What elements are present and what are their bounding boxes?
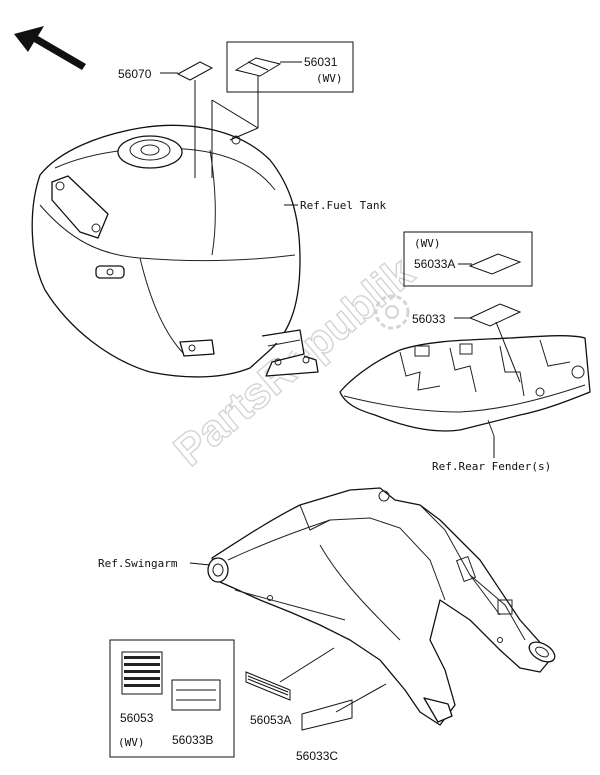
ref-rear-fender: Ref.Rear Fender(s) [432,460,551,473]
swingarm [207,487,556,726]
fuel-tank [31,124,319,378]
ref-swingarm: Ref.Swingarm [98,557,178,570]
decal-56053 [121,651,163,695]
front-arrow-icon [14,26,86,70]
label-56033: 56033 [412,312,446,326]
decal-56033c [301,699,353,731]
gear-logo-icon [374,294,410,330]
label-56053: 56053 [120,711,154,725]
rear-fender [339,335,591,437]
decal-56053a [245,671,291,701]
decal-56031 [234,57,282,77]
decal-56033b [171,679,221,711]
label-wv-bottom: (WV) [118,736,145,749]
label-56033c: 56033C [296,749,338,763]
decal-56033 [468,303,522,327]
label-56033a-note: (WV) [414,237,441,250]
label-56031-note: (WV) [316,72,343,85]
decal-56033a [468,253,522,275]
label-56031: 56031 [304,55,338,69]
box-56033a [403,231,533,287]
label-56070: 56070 [118,67,152,81]
label-56033b: 56033B [172,733,213,747]
ref-fuel-tank: Ref.Fuel Tank [300,199,386,212]
label-56033a: 56033A [414,257,455,271]
label-56053a: 56053A [250,713,291,727]
box-56031 [226,41,354,93]
decal-56070 [176,61,214,81]
box-wv-bottom [109,639,235,758]
